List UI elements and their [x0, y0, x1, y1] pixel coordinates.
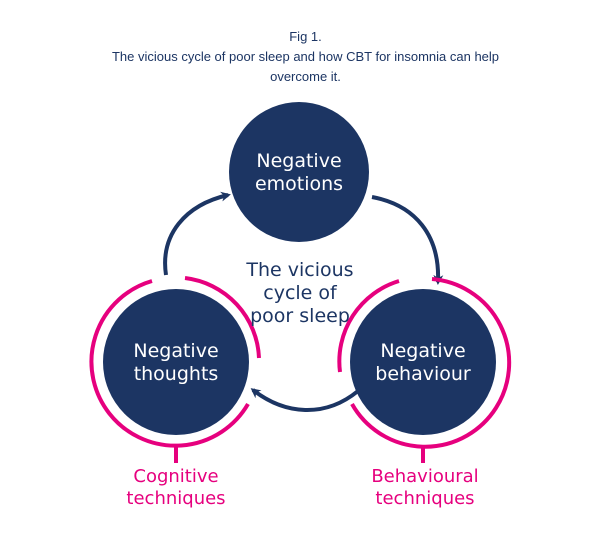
cognitive-label-line1: Cognitive	[133, 466, 218, 487]
arrow-behaviour-to-thoughts	[250, 388, 360, 412]
figure-title: The vicious cycle of poor sleep and how …	[111, 49, 500, 84]
node-emotions-line2: emotions	[255, 173, 343, 195]
node-negative-behaviour	[350, 289, 496, 435]
center-label-line2: cycle of	[263, 282, 338, 304]
node-negative-emotions	[229, 102, 369, 242]
cognitive-label-line2: techniques	[126, 488, 225, 509]
arrow-emotions-to-behaviour	[371, 195, 444, 285]
center-label-line3: poor sleep	[250, 305, 350, 327]
center-label-line1: The vicious	[245, 259, 353, 281]
behavioural-label-line1: Behavioural	[371, 466, 478, 487]
node-emotions-line1: Negative	[256, 150, 341, 172]
node-behaviour-line1: Negative	[380, 340, 465, 362]
behavioural-technique-ring	[337, 277, 512, 449]
figure-label: Fig 1.	[289, 29, 322, 44]
node-thoughts-line2: thoughts	[134, 363, 219, 385]
behavioural-label-line2: techniques	[375, 488, 474, 509]
node-thoughts-line1: Negative	[133, 340, 218, 362]
node-behaviour-line2: behaviour	[375, 363, 471, 385]
arrow-thoughts-to-emotions	[163, 191, 231, 276]
cognitive-technique-ring	[89, 276, 261, 448]
node-negative-thoughts	[103, 289, 249, 435]
